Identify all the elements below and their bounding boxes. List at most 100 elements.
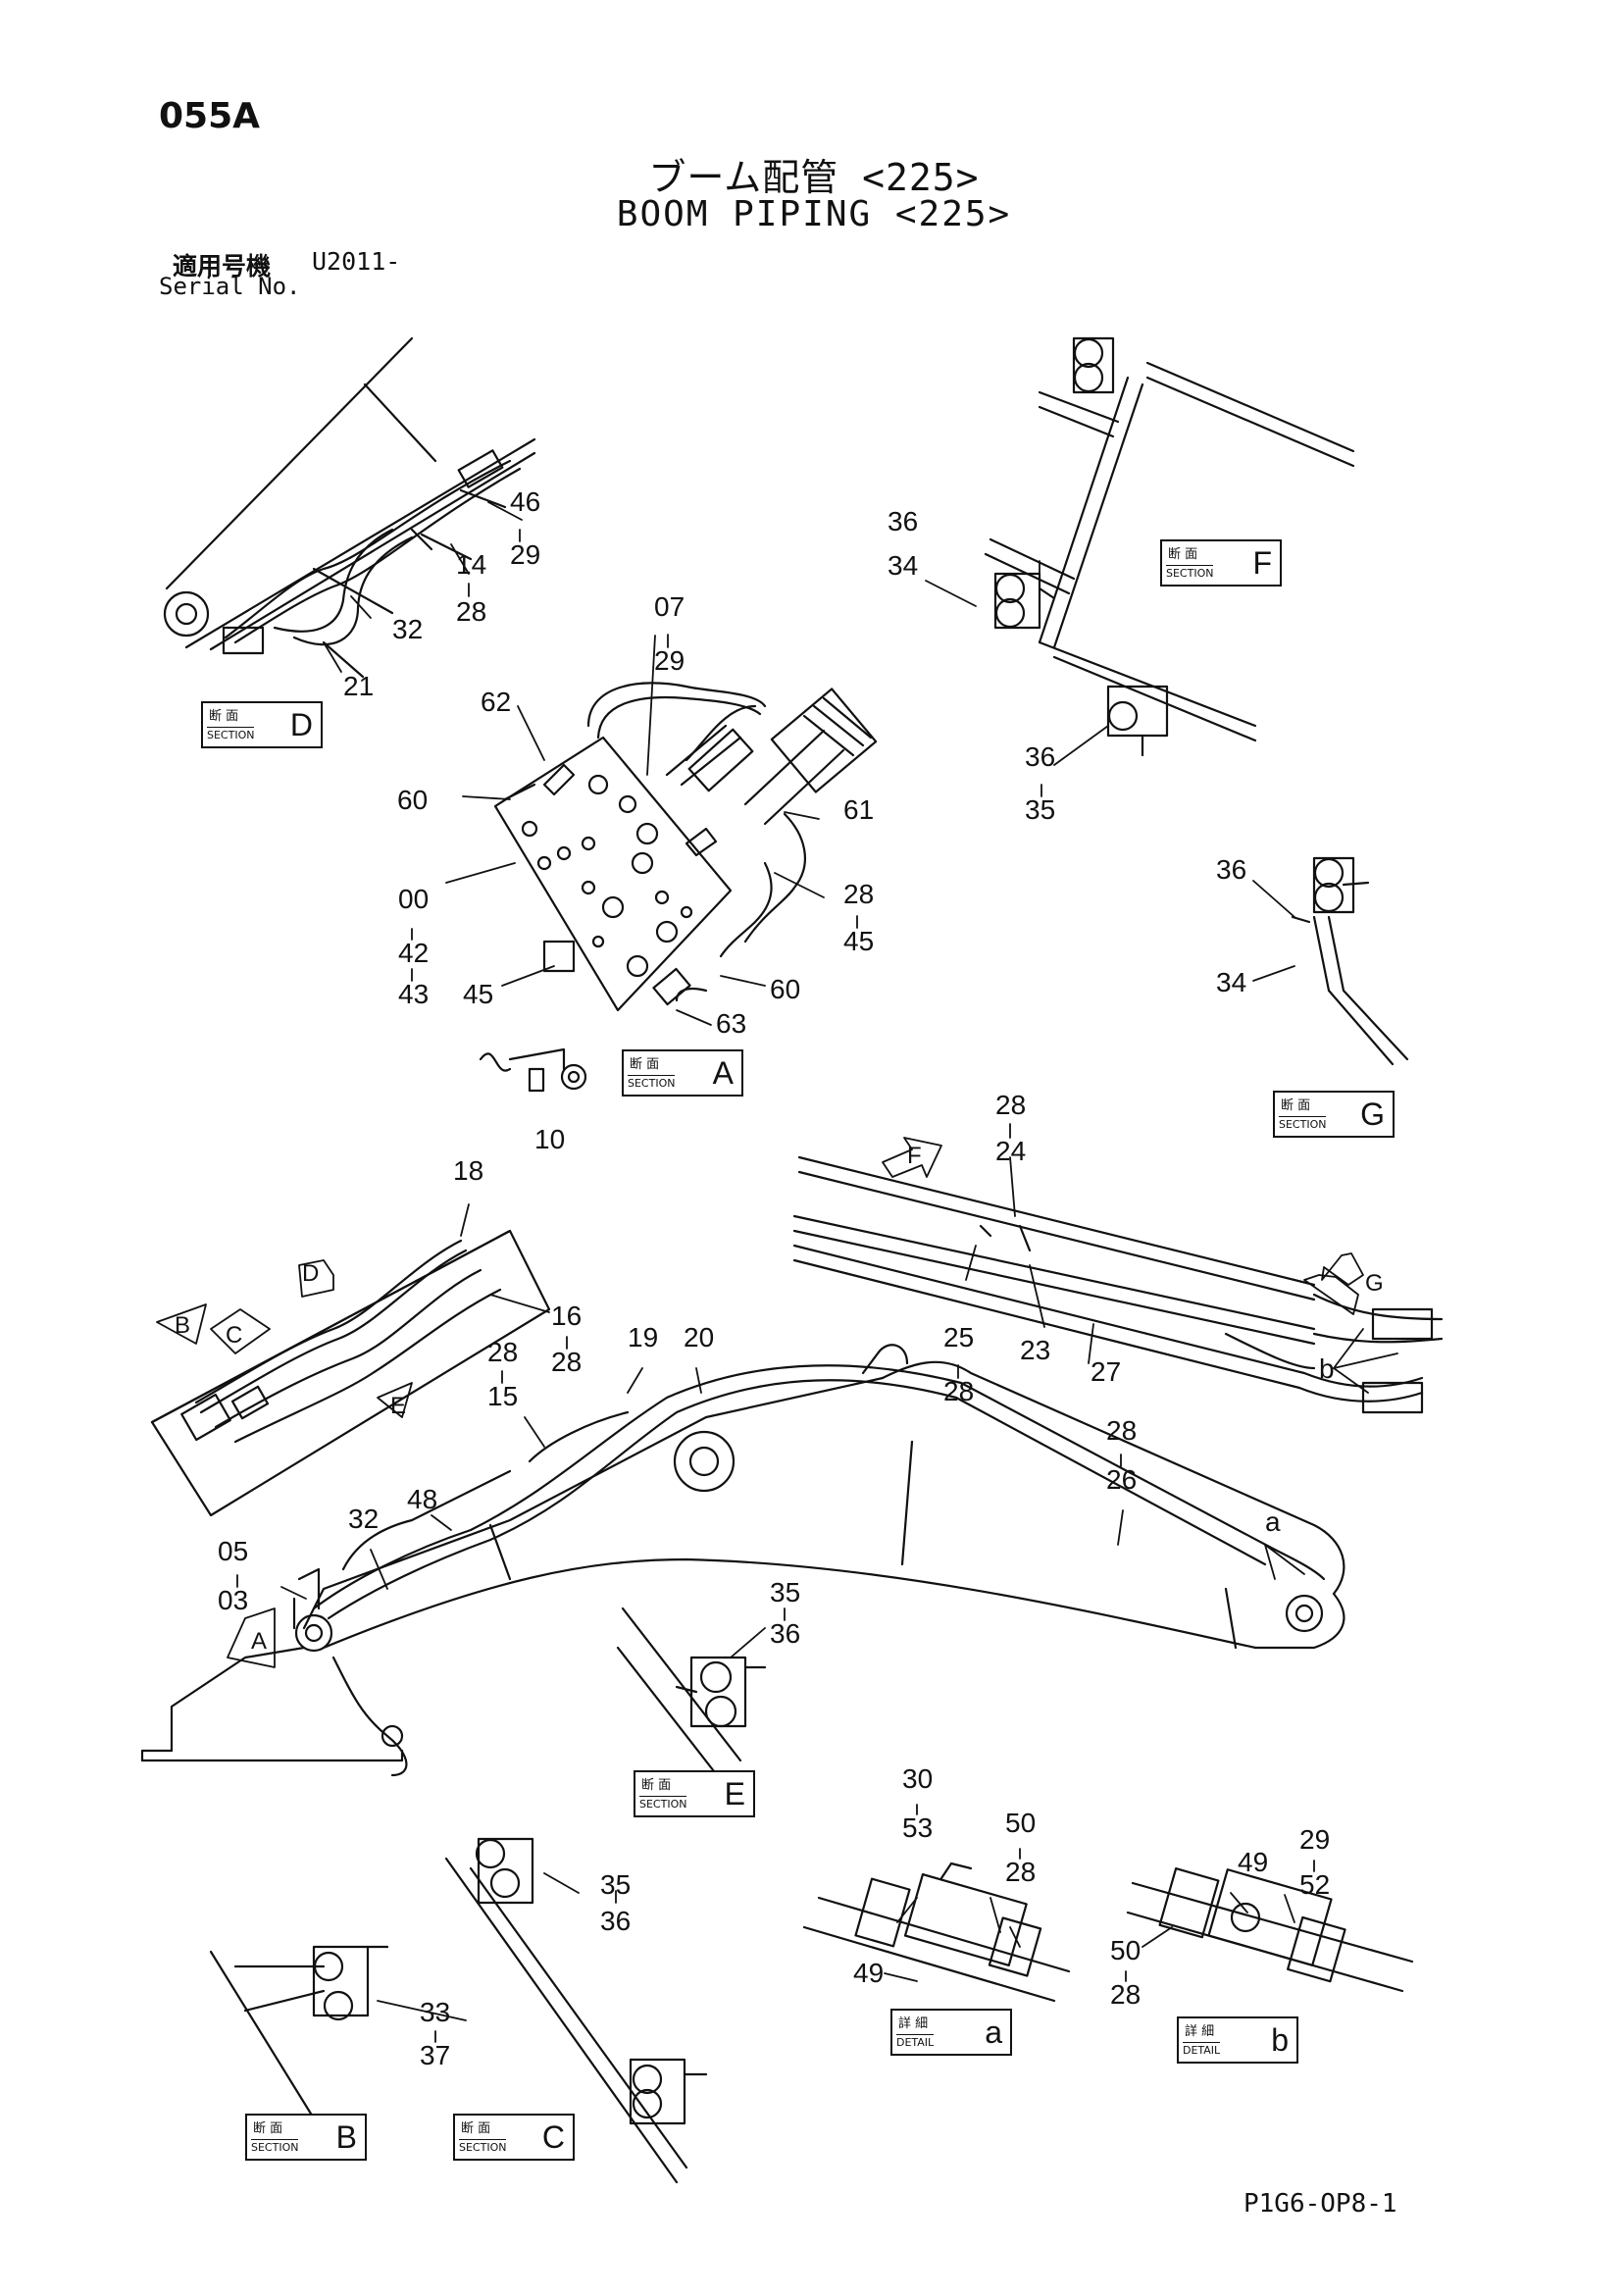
callout-label: 42 — [398, 938, 430, 968]
section-c-drawing — [444, 1837, 708, 2184]
callout-label: 20 — [684, 1322, 715, 1352]
view-marker-a: A — [251, 1628, 268, 1655]
drawing-code: P1G6-OP8-1 — [1243, 2189, 1397, 2219]
callout-label: 45 — [843, 926, 875, 956]
callout-label: 28 — [1110, 1979, 1142, 2010]
callout-label: 35 — [770, 1577, 801, 1607]
callout-label: a — [1265, 1506, 1281, 1537]
callout-label: 14 — [456, 549, 487, 580]
callout-label: 18 — [453, 1155, 484, 1186]
callout-label: 28 — [551, 1347, 583, 1377]
callout-label: 36 — [1025, 741, 1056, 772]
callout-label: 28 — [995, 1090, 1027, 1120]
callout-label: 46 — [510, 486, 541, 517]
view-marker-d: D — [302, 1260, 320, 1287]
callout-label: 32 — [392, 614, 424, 644]
callout-label: 10 — [534, 1124, 566, 1154]
section-e-drawing — [616, 1607, 767, 1782]
callout-label: 48 — [407, 1484, 438, 1514]
section-f-drawing — [984, 336, 1355, 757]
callout-label: 00 — [398, 884, 430, 914]
callout-label: 29 — [654, 645, 685, 676]
section-a-drawing — [479, 682, 878, 1093]
callout-label: 35 — [1025, 794, 1056, 825]
serial-label-jp: 適用号機 — [173, 252, 272, 281]
page-title-jp: ブーム配管 <225> — [648, 156, 980, 199]
page-code: 055A — [159, 96, 261, 136]
callout-label: 33 — [420, 1997, 451, 2027]
view-marker-e: E — [390, 1393, 407, 1419]
callout-label: 49 — [1238, 1847, 1269, 1877]
callout-label: 28 — [1005, 1857, 1037, 1887]
callout-label: 19 — [628, 1322, 659, 1352]
callout-label: 37 — [420, 2040, 451, 2070]
callout-label: 60 — [397, 785, 429, 815]
callout-label: 63 — [716, 1008, 747, 1039]
callout-label: 30 — [902, 1763, 934, 1794]
serial-label-en: Serial No. — [159, 273, 301, 300]
page-title-en: BOOM PIPING <225> — [616, 194, 1012, 234]
callout-label: 53 — [902, 1812, 934, 1843]
callout-label: 27 — [1091, 1356, 1122, 1387]
callout-label: 61 — [843, 794, 875, 825]
callout-label: 29 — [510, 539, 541, 570]
callout-label: 34 — [1216, 967, 1247, 997]
view-marker-g: G — [1365, 1270, 1384, 1297]
detail-b-drawing — [1126, 1866, 1414, 1993]
callout-label: 28 — [943, 1376, 975, 1406]
callout-label: 25 — [943, 1322, 975, 1352]
callout-label: 21 — [343, 671, 375, 701]
view-marker-c: C — [226, 1322, 243, 1349]
callout-label: 45 — [463, 979, 494, 1009]
callout-label: 23 — [1020, 1335, 1051, 1365]
leader-lines — [236, 501, 1398, 2043]
callout-label: 26 — [1106, 1464, 1138, 1495]
callout-label: 60 — [770, 974, 801, 1004]
callout-label: 16 — [551, 1301, 583, 1331]
callout-label: 36 — [888, 506, 919, 536]
callout-label: 50 — [1110, 1935, 1142, 1965]
callout-label: 34 — [888, 550, 919, 581]
view-marker-arrows — [156, 1137, 1364, 1668]
section-e-main-drawing — [150, 1229, 551, 1517]
section-b-drawing — [209, 1945, 389, 2120]
callout-label: 28 — [487, 1337, 519, 1367]
callout-label: 36 — [600, 1906, 632, 1936]
callout-label: 35 — [600, 1869, 632, 1900]
callout-label: 28 — [456, 596, 487, 627]
callout-label: 32 — [348, 1504, 380, 1534]
callout-label: 05 — [218, 1536, 249, 1566]
callout-label: 29 — [1299, 1824, 1331, 1855]
main-boom-drawing — [140, 1344, 1345, 1777]
callout-label: 07 — [654, 591, 685, 622]
callout-label: 24 — [995, 1136, 1027, 1166]
callout-label: 50 — [1005, 1808, 1037, 1838]
callout-label: 36 — [770, 1618, 801, 1649]
callout-label: 15 — [487, 1381, 519, 1411]
section-g-drawing — [1291, 856, 1409, 1066]
callout-label: 28 — [1106, 1415, 1138, 1446]
callout-label: 49 — [853, 1958, 885, 1988]
callout-label: b — [1319, 1353, 1335, 1384]
serial-value: U2011- — [312, 247, 401, 276]
section-d-drawing — [163, 336, 536, 679]
view-marker-b: B — [175, 1312, 191, 1339]
view-marker-f: F — [907, 1143, 922, 1169]
callout-label: 43 — [398, 979, 430, 1009]
boom-segment-fg-drawing — [792, 1155, 1444, 1414]
callout-label: 28 — [843, 879, 875, 909]
callout-label: 52 — [1299, 1869, 1331, 1900]
callout-label: 36 — [1216, 854, 1247, 885]
callout-label: 03 — [218, 1585, 249, 1615]
